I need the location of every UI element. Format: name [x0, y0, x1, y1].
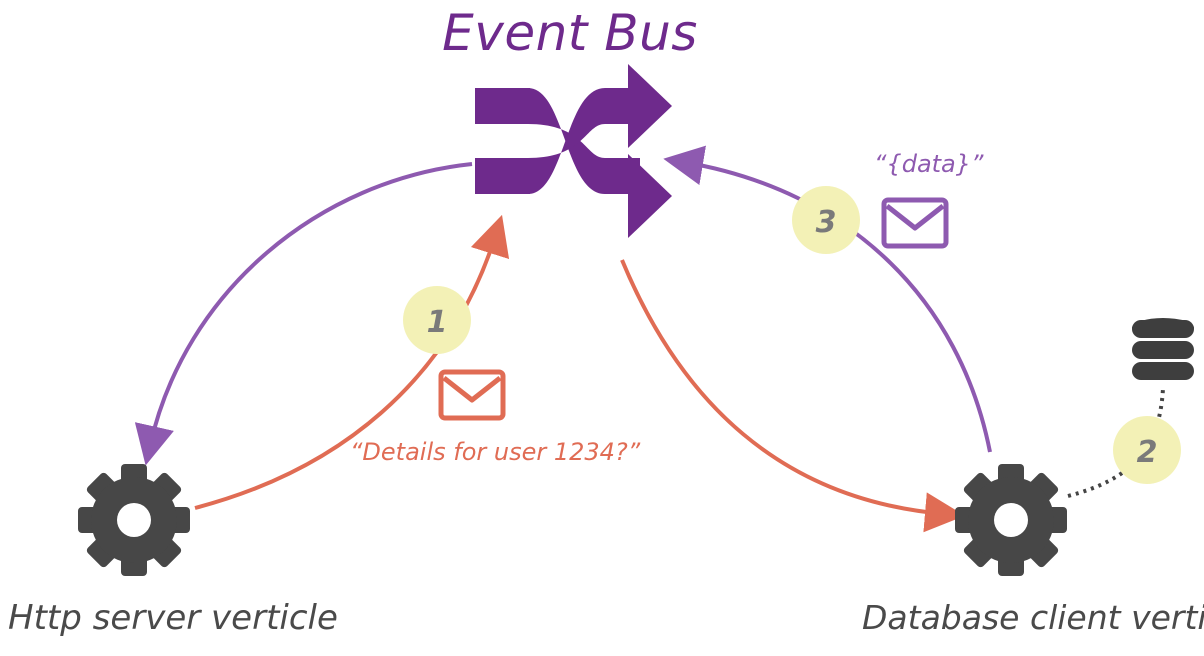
response-message-text: “{data}”	[874, 150, 984, 178]
response-envelope-icon	[881, 197, 949, 249]
database-connection-line	[1067, 387, 1165, 498]
database-client-label: Database client verticle	[862, 598, 1204, 637]
step-badge-3-label: 3	[816, 205, 837, 240]
shuffle-icon	[475, 64, 672, 238]
step-badge-2: 2	[1113, 416, 1181, 484]
step-badge-1: 1	[403, 286, 471, 354]
diagram-title: Event Bus	[442, 4, 698, 62]
request-envelope-icon	[438, 369, 506, 421]
step-badge-3: 3	[792, 186, 860, 254]
http-server-gear-icon	[78, 464, 190, 576]
step-badge-1-label: 1	[427, 305, 448, 340]
response-to-http-arrow	[134, 162, 473, 466]
database-icon	[1132, 318, 1194, 380]
step-badge-2-label: 2	[1137, 435, 1158, 470]
response-to-bus-arrow	[663, 145, 992, 453]
request-message-text: “Details for user 1234?”	[350, 438, 641, 466]
database-client-gear-icon	[955, 464, 1067, 576]
http-server-label: Http server verticle	[8, 598, 338, 638]
request-to-bus-arrow	[194, 214, 510, 510]
request-to-database-arrow	[620, 259, 965, 533]
